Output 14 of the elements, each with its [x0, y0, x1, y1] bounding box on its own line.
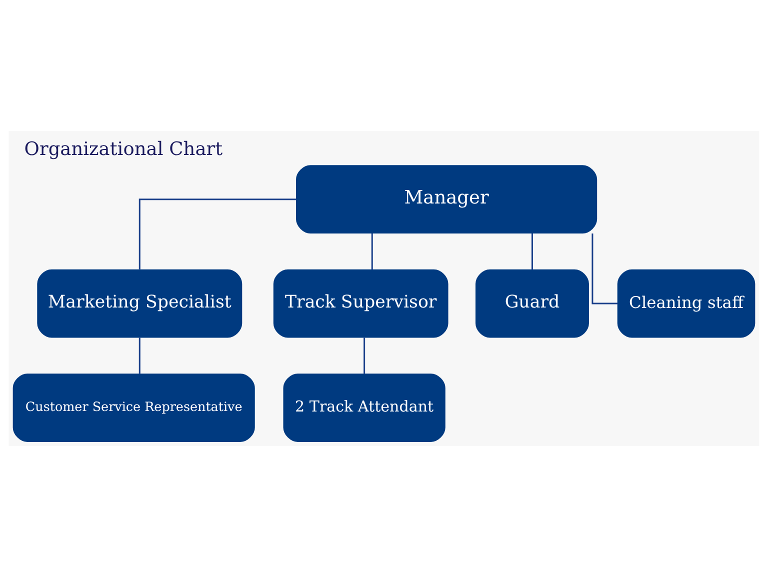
- node-box: Marketing Specialist: [37, 268, 242, 338]
- node-box: Customer Service Representative: [12, 373, 255, 442]
- connector: [364, 337, 366, 374]
- connector: [592, 232, 618, 304]
- connector: [371, 232, 373, 270]
- node-box: Guard: [476, 268, 589, 338]
- node-box: Track Supervisor: [273, 268, 448, 338]
- node-box: 2 Track Attendant: [283, 373, 446, 442]
- connector: [138, 198, 296, 269]
- connector: [138, 337, 140, 374]
- node-box: Manager: [296, 164, 598, 233]
- connector: [531, 232, 533, 270]
- diagram-title: Organizational Chart: [24, 138, 223, 160]
- node-box: Cleaning staff: [617, 268, 756, 338]
